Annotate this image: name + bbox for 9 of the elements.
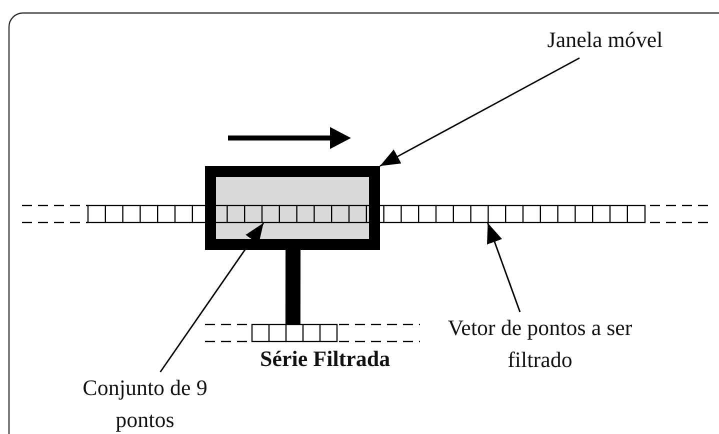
leader-line (487, 222, 521, 312)
callout-label: Conjunto de 9 pontos (60, 372, 230, 432)
callout-label: Janela móvel (520, 24, 690, 58)
connector-stem (285, 250, 301, 324)
leader-line (380, 57, 580, 167)
series-label: Série Filtrada (260, 346, 390, 372)
callout-label: Vetor de pontos a ser filtrado (440, 312, 640, 376)
moving-window (205, 166, 380, 250)
leader-line (160, 222, 264, 372)
